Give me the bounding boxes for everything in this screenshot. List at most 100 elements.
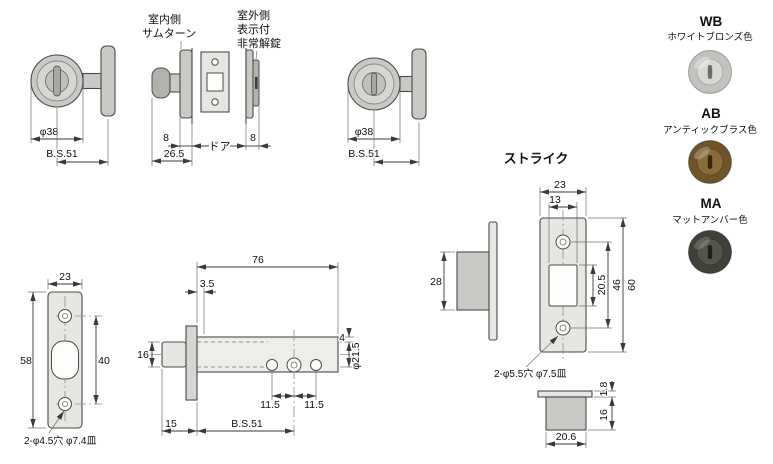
rose-edge-profile <box>100 45 116 117</box>
strike-screw-bottom-inner <box>559 324 567 332</box>
mounting-hole-right <box>310 359 322 371</box>
dim-faceplate-height: 58 <box>19 291 46 429</box>
strike-views: ストライク 28 23 <box>429 150 640 448</box>
dim-hole-pitches: 11.5 11.5 <box>259 371 325 412</box>
tube-diameter-label: φ21.5 <box>350 342 362 369</box>
outdoor-leader-line <box>255 50 258 60</box>
indicator-rose-edge-profile <box>411 48 427 120</box>
door-section-view: 室内側 サムターン 室外側 表示付 非常解錠 8 <box>141 7 282 166</box>
dim-indoor-protrusion-label: 8 <box>163 132 169 144</box>
indoor-rose <box>179 49 193 119</box>
strike-cutout-width-label: 13 <box>549 194 561 206</box>
thumbturn-front-view: φ38 B.S.51 <box>30 45 116 166</box>
indicator-backset-label: B.S.51 <box>348 148 380 160</box>
strike-box-depth-label: 28 <box>430 276 442 288</box>
indicator-front-view: φ38 B.S.51 <box>347 48 427 166</box>
dim-outdoor-protrusion-label: 8 <box>250 132 256 144</box>
strike-screw-bottom <box>555 320 571 336</box>
strike-width-label: 23 <box>554 179 566 191</box>
finish-code-ab: AB <box>701 106 721 121</box>
strike-hole-note-label: 2-φ5.5穴 φ7.5皿 <box>494 367 566 380</box>
dim-overall-label: 26.5 <box>164 148 185 160</box>
finish-sample-highlight <box>694 236 710 250</box>
finish-sample-highlight <box>694 146 710 160</box>
outdoor-rose <box>245 49 254 119</box>
dust-box-lip-label: 1.8 <box>598 382 610 397</box>
thumbturn-tab <box>53 65 61 97</box>
latch-side-view: 76 3.5 16 4 φ21.5 <box>136 253 363 438</box>
latch-faceplate-edge <box>185 325 198 401</box>
faceplate-hole-note: 2-φ4.5穴 φ7.4皿 <box>23 410 98 448</box>
screw-hole-top-inner <box>62 312 69 319</box>
finish-name-ma: マットアンバー色 <box>672 214 748 226</box>
strike-plate-front-view: 23 13 20.5 46 <box>493 178 640 382</box>
thumbturn-part-label: サムターン <box>142 27 196 40</box>
indicator-shaft <box>399 75 413 93</box>
dim-thumbturn-backset: B.S.51 <box>45 108 109 166</box>
door-label: ドア <box>209 141 231 153</box>
thumbturn-shaft <box>82 72 102 90</box>
case-length-label: 76 <box>252 254 264 266</box>
dust-box-width-label: 20.6 <box>556 431 577 443</box>
screw-hole-top <box>58 309 72 323</box>
finish-swatch-wb: WB ホワイトブロンズ色 <box>666 13 754 94</box>
dim-indicator-diameter: φ38 <box>347 89 401 143</box>
top-gap-label: 4 <box>339 332 345 344</box>
spindle-hub-inner <box>290 361 298 369</box>
dust-box-flange <box>537 390 593 398</box>
strike-hole-pitch-label: 46 <box>611 279 623 291</box>
spindle-hole <box>206 72 224 92</box>
outdoor-side-label: 室外側 <box>237 8 270 22</box>
finish-name-ab: アンティックブラス色 <box>663 124 757 136</box>
strike-plate-edge <box>488 221 498 341</box>
dim-indicator-backset: B.S.51 <box>347 111 420 166</box>
dim-strike-cutout-width: 13 <box>548 193 578 263</box>
dim-case-length: 76 <box>196 253 339 334</box>
thumbturn-backset-label: B.S.51 <box>46 148 78 160</box>
dim-case-offset: 3.5 <box>185 277 216 334</box>
strike-title: ストライク <box>504 151 569 166</box>
strike-box <box>456 251 490 311</box>
bolt-height-label: 16 <box>137 349 149 361</box>
dim-latch-backset: B.S.51 <box>197 417 294 434</box>
dim-strike-width: 23 <box>539 178 587 216</box>
latch-cutout <box>51 340 79 380</box>
finish-name-wb: ホワイトブロンズ色 <box>667 31 753 43</box>
finish-sample-slot <box>707 155 713 169</box>
pitch-left-label: 11.5 <box>260 399 280 411</box>
finish-swatch-ma: MA マットアンバー色 <box>671 195 750 274</box>
case-screw-post-bottom <box>211 98 219 106</box>
latch-backset-label: B.S.51 <box>231 418 263 430</box>
dim-strike-height: 60 <box>588 217 639 353</box>
finish-code-wb: WB <box>700 14 723 29</box>
thumbturn-neck <box>169 73 181 93</box>
thumbturn-diameter-label: φ38 <box>40 126 59 138</box>
finish-code-ma: MA <box>701 196 722 211</box>
dust-box-depth-label: 16 <box>598 409 610 421</box>
dim-tube-diameter: φ21.5 <box>346 341 363 371</box>
dim-thumbturn-diameter: φ38 <box>30 86 84 143</box>
faceplate-hole-note-label: 2-φ4.5穴 φ7.4皿 <box>24 434 96 447</box>
dim-bolt-height: 16 <box>136 341 160 368</box>
strike-box-side-view: 28 <box>429 221 498 341</box>
dim-faceplate-hole-pitch: 40 <box>93 316 111 404</box>
strike-height-label: 60 <box>626 279 638 291</box>
pitch-right-label: 11.5 <box>304 399 324 411</box>
finish-sample-slot <box>707 65 713 79</box>
dim-faceplate-width: 23 <box>47 270 83 289</box>
strike-cutout-height-label: 20.5 <box>596 275 608 296</box>
latch-bolt <box>161 341 187 368</box>
strike-screw-top-inner <box>559 238 567 246</box>
screw-hole-bottom <box>58 397 72 411</box>
faceplate-pitch-label: 40 <box>98 355 110 367</box>
dust-box-view: 20.6 1.8 16 <box>537 380 616 448</box>
mounting-hole-left <box>266 359 278 371</box>
case-screw-post-top <box>211 58 219 66</box>
indicator-slot <box>371 72 377 96</box>
dim-section: 8 ドア 8 26.5 <box>151 98 271 166</box>
indoor-side-label: 室内側 <box>148 12 181 26</box>
emergency-slot <box>255 77 258 89</box>
finish-swatch-ab: AB アンティックブラス色 <box>662 105 759 184</box>
finish-sample-slot <box>707 245 713 259</box>
front-length-label: 15 <box>165 418 177 430</box>
